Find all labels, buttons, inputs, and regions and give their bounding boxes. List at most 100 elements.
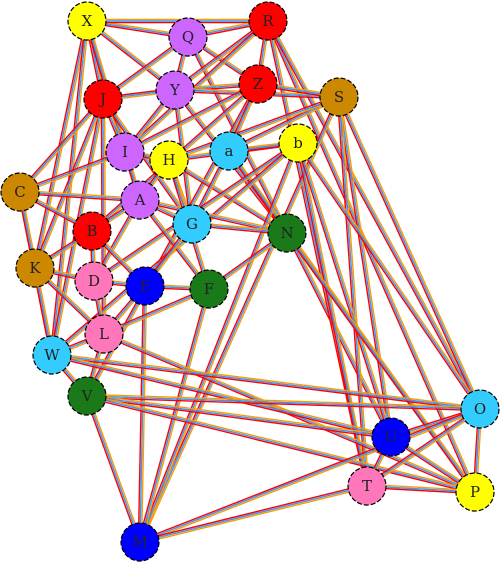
edge-strand bbox=[286, 232, 476, 493]
node-circle bbox=[67, 376, 107, 416]
edge-strand bbox=[84, 396, 140, 543]
edge-strand bbox=[140, 486, 368, 545]
node-label: V bbox=[81, 387, 94, 405]
node-label: E bbox=[140, 277, 151, 295]
node-label: F bbox=[204, 280, 214, 298]
node-F: F bbox=[189, 269, 229, 309]
node-circle bbox=[460, 389, 500, 429]
edge-strand bbox=[86, 396, 391, 440]
edge-b-M bbox=[137, 142, 301, 543]
node-a: a bbox=[209, 131, 249, 171]
node-circle bbox=[0, 172, 40, 212]
edge-strand bbox=[51, 354, 481, 410]
node-I: I bbox=[105, 132, 145, 172]
node-label: O bbox=[474, 400, 486, 418]
edge-strand bbox=[18, 97, 103, 192]
edge-S-T bbox=[336, 96, 370, 487]
edge-strand bbox=[32, 98, 103, 268]
edge-strand bbox=[52, 352, 392, 437]
edge-strand bbox=[339, 96, 370, 486]
node-G: G bbox=[172, 204, 212, 244]
edge-S-U bbox=[336, 96, 394, 438]
node-circle bbox=[347, 466, 387, 506]
edge-strand bbox=[265, 21, 367, 487]
edge-strand bbox=[285, 233, 475, 494]
node-label: W bbox=[44, 346, 60, 364]
edge-strand bbox=[102, 98, 193, 225]
edge-strand bbox=[169, 97, 340, 163]
edge-strand bbox=[20, 99, 105, 194]
edge-strand bbox=[137, 142, 298, 542]
node-label: J bbox=[98, 90, 106, 108]
node-W: W bbox=[32, 335, 72, 375]
edge-strand bbox=[139, 483, 367, 542]
edge-W-O bbox=[51, 352, 481, 412]
edge-strand bbox=[339, 96, 394, 437]
edge-strand bbox=[19, 192, 140, 203]
node-label: Y bbox=[169, 81, 181, 99]
edge-V-O bbox=[86, 393, 481, 412]
edge-strand bbox=[267, 20, 481, 410]
node-circle bbox=[155, 70, 195, 110]
edge-S-H bbox=[168, 94, 340, 163]
node-circle bbox=[319, 77, 359, 117]
edge-strand bbox=[52, 352, 481, 409]
edge-strand bbox=[265, 21, 480, 411]
edge-strand bbox=[267, 20, 476, 493]
edge-strand bbox=[298, 142, 394, 437]
node-label: G bbox=[186, 215, 198, 233]
node-O: O bbox=[460, 389, 500, 429]
edge-strand bbox=[51, 354, 392, 438]
edge-strand bbox=[86, 395, 392, 438]
edge-strand bbox=[125, 84, 260, 155]
edge-strand bbox=[35, 99, 106, 269]
node-R: R bbox=[248, 1, 288, 41]
node-circle bbox=[74, 261, 114, 301]
node-circle bbox=[371, 417, 411, 457]
node-E: E bbox=[125, 266, 165, 306]
node-label: Q bbox=[182, 28, 194, 46]
node-circle bbox=[120, 522, 160, 562]
edge-S-O bbox=[336, 96, 483, 410]
node-K: K bbox=[15, 248, 55, 288]
node-circle bbox=[455, 472, 495, 512]
edge-strand bbox=[140, 409, 481, 545]
node-circle bbox=[149, 140, 189, 180]
node-D: D bbox=[74, 261, 114, 301]
edge-strand bbox=[287, 231, 477, 492]
edge-strand bbox=[265, 21, 475, 493]
node-circle bbox=[83, 79, 123, 119]
edge-strand bbox=[139, 406, 480, 542]
edge-strand bbox=[87, 393, 481, 409]
edge-O-T bbox=[365, 407, 482, 488]
node-label: C bbox=[14, 183, 25, 201]
edge-strand bbox=[140, 197, 288, 233]
edge-strand bbox=[168, 94, 339, 160]
edge-N-P bbox=[285, 231, 477, 494]
node-label: L bbox=[99, 325, 109, 343]
edge-strand bbox=[19, 191, 141, 201]
edge-strand bbox=[139, 142, 299, 543]
node-label: T bbox=[362, 477, 372, 495]
edge-strand bbox=[297, 142, 481, 410]
node-Z: Z bbox=[238, 64, 278, 104]
edge-strand bbox=[297, 142, 392, 438]
node-X: X bbox=[67, 1, 107, 41]
edge-J-C bbox=[18, 97, 105, 194]
node-label: R bbox=[262, 12, 274, 30]
edge-strand bbox=[229, 97, 341, 154]
edge-strand bbox=[336, 97, 367, 487]
edge-strand bbox=[86, 395, 481, 410]
node-circle bbox=[32, 335, 72, 375]
node-circle bbox=[72, 211, 112, 251]
node-circle bbox=[67, 1, 107, 41]
node-N: N bbox=[267, 213, 307, 253]
edge-strand bbox=[34, 98, 104, 269]
node-label: D bbox=[88, 272, 100, 290]
node-label: N bbox=[280, 224, 293, 242]
edge-E-M bbox=[137, 285, 148, 543]
node-b: b bbox=[278, 123, 318, 163]
edge-R-O bbox=[265, 19, 483, 411]
